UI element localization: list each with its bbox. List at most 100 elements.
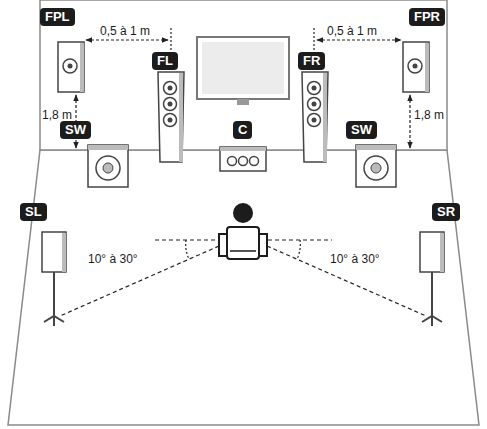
front-right-tower-speaker-part (312, 86, 317, 91)
listener-part (219, 234, 227, 256)
distance-label: 0,5 à 1 m (100, 24, 150, 38)
speaker-tag: C (233, 121, 252, 139)
front-right-tower-speaker-part (308, 98, 321, 111)
dimension-lines-part (409, 95, 410, 148)
front-right-tower-speaker-part (323, 73, 327, 162)
angle-label: 10° à 30° (88, 252, 138, 266)
speaker-name: FR (303, 53, 320, 68)
dimension-lines-part (86, 39, 168, 40)
front-left-tower-speaker-part (164, 114, 177, 127)
front-left-tower-speaker-part (168, 102, 173, 107)
dimension-lines-part (170, 28, 171, 51)
angle-lines (60, 240, 426, 316)
front-left-tower-speaker-part (164, 98, 177, 111)
front-right-tower-speaker-part (312, 102, 317, 107)
room-outline-part (40, 0, 447, 150)
speaker-name: SW (65, 122, 86, 137)
front-right-tower-speaker (302, 72, 328, 162)
speaker-tag: SR (432, 203, 460, 221)
tv-screen (197, 37, 289, 105)
speaker-tag: FPR (409, 8, 445, 26)
tv-screen-part (237, 99, 249, 105)
dimension-lines-part (317, 39, 401, 40)
speaker-name: SR (437, 204, 455, 219)
front-presence-right-speaker-part (425, 43, 429, 92)
front-presence-left-speaker (58, 42, 84, 92)
subwoofer-left-part (88, 145, 128, 150)
angle-lines-part (186, 240, 189, 259)
distance-label: 0,5 à 1 m (327, 24, 377, 38)
subwoofer-right-part (356, 145, 396, 150)
speaker-tag: SW (60, 121, 91, 139)
speaker-name: SW (351, 122, 372, 137)
front-left-tower-speaker-part (168, 118, 173, 123)
front-left-tower-speaker-part (168, 86, 173, 91)
subwoofer-right-part (371, 163, 381, 173)
center-speaker-part (250, 157, 259, 166)
front-right-tower-speaker-part (308, 114, 321, 127)
angle-lines-part (60, 246, 219, 316)
front-presence-right-speaker-part (408, 59, 422, 73)
speaker-name: FL (157, 53, 173, 68)
speaker-name: FPL (45, 9, 70, 24)
front-presence-right-speaker-part (413, 64, 418, 69)
listener-part (233, 203, 253, 223)
subwoofer-left (88, 145, 128, 187)
subwoofer-right-part (364, 156, 388, 180)
speaker-name: C (238, 122, 247, 137)
room-outline-part (8, 150, 479, 425)
surround-right-speaker-part (431, 272, 433, 318)
subwoofer-right-part (356, 145, 396, 187)
surround-right-speaker-part (422, 316, 442, 326)
front-presence-left-speaker-part (58, 42, 84, 92)
speaker-tag: FR (298, 52, 325, 70)
surround-right-speaker-part (440, 233, 444, 272)
speaker-tag: SL (20, 203, 47, 221)
speaker-name: FPR (414, 9, 440, 24)
listener-part (230, 250, 256, 252)
subwoofer-left-part (96, 156, 120, 180)
speaker-tag: SW (346, 121, 377, 139)
center-speaker-part (220, 147, 266, 151)
speaker-name: SL (25, 204, 42, 219)
surround-right-speaker-part (420, 232, 444, 272)
front-left-tower-speaker-part (179, 73, 183, 162)
front-presence-left-speaker-part (63, 59, 77, 73)
front-presence-right-speaker (403, 42, 429, 92)
angle-lines-part (297, 240, 300, 259)
angle-label: 10° à 30° (330, 252, 380, 266)
subwoofer-right (356, 145, 396, 187)
center-speaker-part (220, 147, 266, 171)
front-right-tower-speaker-part (308, 82, 321, 95)
front-right-tower-speaker-part (312, 118, 317, 123)
listener-part (259, 234, 267, 256)
listener-part (227, 227, 259, 259)
listener (219, 203, 267, 259)
center-speaker-part (228, 157, 237, 166)
surround-left-speaker (42, 232, 66, 326)
front-presence-left-speaker-part (68, 64, 73, 69)
surround-left-speaker-part (53, 272, 55, 318)
front-right-tower-speaker-part (302, 72, 328, 162)
speaker-tag: FPL (40, 8, 75, 26)
front-left-tower-speaker-part (158, 72, 184, 162)
front-presence-right-speaker-part (403, 42, 429, 92)
height-label: 1,8 m (42, 108, 72, 122)
subwoofer-left-part (88, 145, 128, 187)
subwoofer-left-part (103, 163, 113, 173)
height-label: 1,8 m (414, 108, 444, 122)
dimension-lines-part (313, 28, 314, 51)
room-outline (8, 0, 479, 425)
surround-left-speaker-part (44, 316, 64, 326)
center-speaker (220, 147, 266, 171)
center-speaker-part (239, 157, 248, 166)
tv-screen-part (202, 42, 284, 94)
front-left-tower-speaker (158, 72, 184, 162)
surround-right-speaker (420, 232, 444, 326)
tv-screen-part (197, 37, 289, 99)
front-presence-left-speaker-part (80, 43, 84, 92)
